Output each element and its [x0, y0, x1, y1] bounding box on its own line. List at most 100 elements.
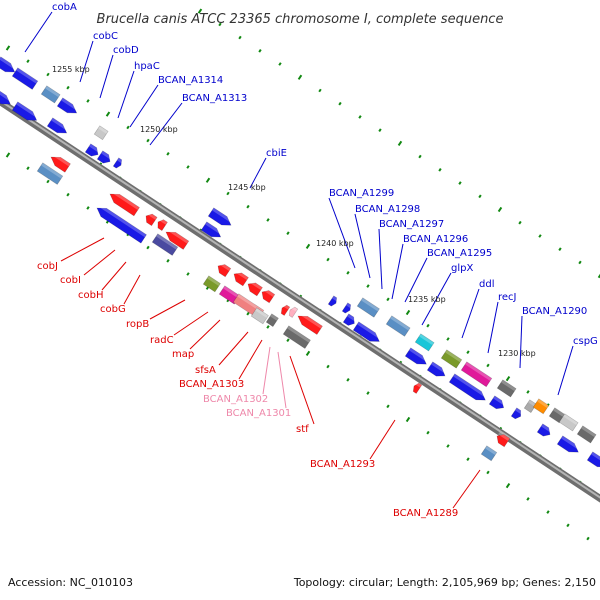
tick-mark	[305, 350, 311, 357]
gene-shading	[361, 297, 380, 312]
gene-shading	[16, 67, 38, 84]
gene-shading	[528, 399, 537, 407]
gene-arrow	[556, 435, 579, 453]
gene-arrow	[426, 361, 446, 377]
gene-feature-forward	[414, 333, 435, 352]
gene-shading	[61, 97, 80, 112]
gene-label-bcan-a1314: BCAN_A1314	[158, 75, 223, 86]
gene-feature-reverse	[297, 311, 323, 335]
gene-shading	[357, 321, 383, 340]
gene-arrow	[297, 315, 323, 335]
leader-line	[117, 70, 135, 119]
gene-block	[440, 349, 463, 369]
gene-label-bcan-a1293: BCAN_A1293	[310, 459, 375, 470]
gene-feature-forward	[40, 85, 61, 104]
gene-label-stf: stf	[296, 424, 309, 435]
gene-block	[265, 313, 279, 327]
gene-shading	[498, 431, 510, 441]
gene-feature-forward	[84, 143, 101, 157]
gene-shading	[346, 302, 353, 309]
leader-line	[391, 243, 404, 300]
tick-mark	[486, 363, 490, 368]
gene-label-map: map	[172, 349, 194, 360]
gene-feature-forward	[341, 302, 353, 314]
tick-mark	[246, 204, 250, 209]
scale-label: 1245 kbp	[228, 183, 266, 192]
tick-mark	[405, 416, 411, 423]
tick-mark	[418, 154, 422, 159]
gene-shading	[445, 349, 462, 363]
gene-feature-reverse	[96, 203, 147, 244]
gene-shading	[563, 413, 579, 426]
gene-feature-reverse	[109, 189, 140, 217]
gene-label-cobi: cobI	[60, 275, 81, 286]
leader-line	[149, 102, 183, 146]
tick-mark	[446, 444, 450, 448]
leader-line	[218, 331, 249, 366]
tick-mark	[358, 115, 362, 119]
gene-feature-forward	[46, 117, 70, 134]
gene-block	[36, 162, 64, 185]
gene-feature-reverse	[265, 313, 279, 327]
tick-mark	[86, 99, 90, 103]
gene-feature-reverse	[145, 211, 158, 227]
tick-mark	[505, 375, 511, 382]
leader-line	[238, 339, 263, 380]
gene-arrow	[488, 395, 505, 410]
gene-feature-forward	[356, 297, 380, 318]
gene-arrow	[586, 451, 600, 468]
gene-shading	[0, 56, 18, 71]
tick-mark	[286, 231, 290, 236]
gene-label-bcan-a1303: BCAN_A1303	[179, 379, 244, 390]
tick-mark	[346, 377, 350, 382]
gene-feature-forward	[510, 407, 524, 420]
gene-arrow	[112, 157, 123, 169]
gene-shading	[537, 398, 549, 408]
topology-text: Topology: circular; Length: 2,105,969 bp…	[293, 576, 596, 589]
gene-shading	[212, 207, 234, 224]
gene-label-bcan-a1289: BCAN_A1289	[393, 508, 458, 519]
gene-feature-forward	[440, 349, 463, 369]
scale-label: 1255 kbp	[52, 65, 90, 74]
leader-line	[83, 249, 116, 276]
tick-mark	[518, 220, 522, 225]
tick-mark	[166, 258, 170, 263]
gene-feature-forward	[404, 347, 430, 365]
gene-block	[151, 233, 179, 256]
gene-feature-forward	[207, 207, 234, 226]
tick-mark	[397, 140, 403, 147]
leader-line	[60, 237, 105, 262]
gene-shading	[98, 125, 109, 134]
tick-mark	[297, 74, 303, 80]
gene-arrow	[233, 272, 249, 287]
tick-mark	[286, 338, 290, 343]
leader-line	[328, 197, 356, 269]
tick-mark	[266, 218, 270, 222]
gene-arrow	[11, 101, 38, 121]
label-leader-lines	[24, 11, 574, 509]
tick-mark	[197, 8, 203, 14]
tick-mark	[5, 152, 11, 158]
gene-shading	[263, 287, 275, 297]
tick-mark	[346, 270, 350, 275]
leader-line	[262, 346, 271, 395]
gene-block	[250, 307, 269, 325]
gene-feature-reverse	[36, 162, 64, 185]
scale-label: 1240 kbp	[316, 239, 354, 248]
gene-feature-forward	[532, 398, 550, 415]
tick-mark	[318, 88, 322, 93]
gene-feature-forward	[586, 451, 600, 468]
gene-arrow	[0, 56, 16, 73]
tick-mark	[497, 206, 503, 213]
gene-feature-forward	[576, 425, 597, 444]
gene-label-ropb: ropB	[126, 319, 149, 330]
tick-mark	[526, 390, 530, 394]
gene-label-bcan-a1290: BCAN_A1290	[522, 306, 587, 317]
gene-shading	[167, 227, 189, 244]
tick-mark	[405, 309, 411, 316]
gene-arrow	[46, 117, 68, 134]
gene-block	[11, 67, 39, 90]
gene-shading	[415, 381, 422, 388]
gene-label-bcan-a1297: BCAN_A1297	[379, 219, 444, 230]
